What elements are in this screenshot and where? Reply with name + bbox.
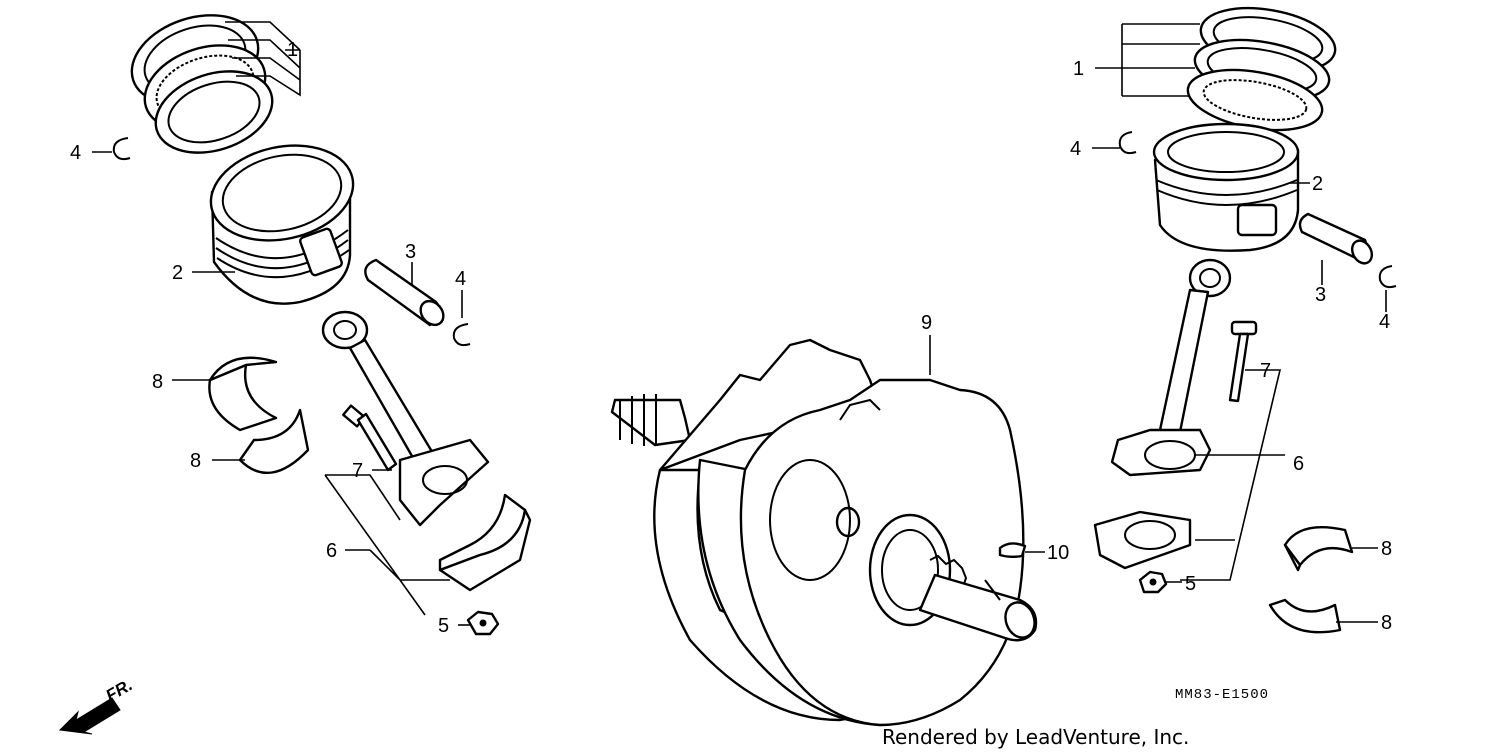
callout-left-3: 3 xyxy=(405,241,416,263)
left-bearing-lower[interactable] xyxy=(238,408,310,474)
right-rod-cap[interactable] xyxy=(1093,510,1192,570)
callouts: 1 4 2 3 4 8 8 7 6 5 9 10 1 4 2 3 4 7 6 5… xyxy=(70,39,1392,637)
callout-right-7: 7 xyxy=(1260,360,1271,382)
callout-left-8a: 8 xyxy=(152,371,163,393)
callout-right-6: 6 xyxy=(1293,453,1304,475)
left-bearing-upper[interactable] xyxy=(208,356,278,432)
crankshaft[interactable] xyxy=(610,338,1039,727)
callout-right-8a: 8 xyxy=(1381,538,1392,560)
right-piston-pin[interactable] xyxy=(1298,212,1376,267)
left-piston-rings[interactable] xyxy=(120,0,283,167)
front-direction-arrow: FR. xyxy=(58,675,136,735)
callout-center-9: 9 xyxy=(921,312,932,334)
callout-left-4b: 4 xyxy=(455,268,466,290)
callout-right-1: 1 xyxy=(1073,58,1084,80)
callout-left-1: 1 xyxy=(287,39,298,61)
right-leader-lines xyxy=(1092,23,1387,623)
callout-left-4a: 4 xyxy=(70,142,81,164)
left-circlip-b[interactable] xyxy=(452,323,471,347)
left-piston[interactable] xyxy=(202,133,362,305)
callout-right-5: 5 xyxy=(1185,573,1196,595)
right-rod-bolt[interactable] xyxy=(1228,320,1258,403)
right-bearing-upper[interactable] xyxy=(1283,526,1354,572)
right-piston[interactable] xyxy=(1152,122,1300,252)
left-piston-pin[interactable] xyxy=(364,258,448,329)
callout-right-2: 2 xyxy=(1312,173,1323,195)
callout-right-3: 3 xyxy=(1315,284,1326,306)
render-credit: Rendered by LeadVenture, Inc. xyxy=(882,725,1189,749)
right-circlip-a[interactable] xyxy=(1118,131,1137,155)
callout-right-4b: 4 xyxy=(1379,311,1390,333)
callout-left-8b: 8 xyxy=(190,450,201,472)
right-rod-nut[interactable] xyxy=(1138,570,1168,594)
left-leader-lines xyxy=(92,21,470,626)
callout-right-4a: 4 xyxy=(1070,138,1081,160)
left-circlip-a[interactable] xyxy=(112,137,131,161)
callout-left-7: 7 xyxy=(352,460,363,482)
drawing-code: MM83-E1500 xyxy=(1175,687,1269,703)
left-rod-nut[interactable] xyxy=(466,610,500,636)
callout-left-2: 2 xyxy=(172,262,183,284)
woodruff-key[interactable] xyxy=(998,542,1027,558)
left-connecting-rod[interactable] xyxy=(321,310,490,527)
right-bearing-lower[interactable] xyxy=(1268,598,1342,634)
left-rod-cap[interactable] xyxy=(438,493,532,592)
center-leader-lines xyxy=(929,335,1045,553)
callout-center-10: 10 xyxy=(1047,542,1069,564)
right-connecting-rod[interactable] xyxy=(1110,258,1232,477)
callout-left-6: 6 xyxy=(326,540,337,562)
right-circlip-b[interactable] xyxy=(1378,265,1397,289)
right-piston-rings[interactable] xyxy=(1183,0,1340,139)
callout-left-5: 5 xyxy=(438,615,449,637)
callout-right-8b: 8 xyxy=(1381,612,1392,634)
left-rod-bolt[interactable] xyxy=(342,404,398,472)
